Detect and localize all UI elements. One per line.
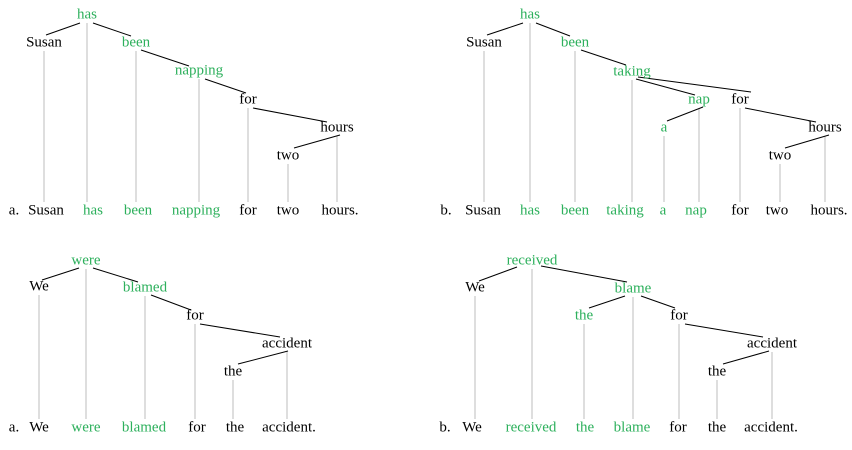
- sentence-word: two: [276, 202, 300, 219]
- sentence-word: were: [71, 419, 101, 436]
- sentence-word: We: [29, 419, 49, 436]
- tree-node-for: for: [670, 307, 688, 324]
- item-label: a.: [8, 202, 20, 219]
- tree-node-napping: napping: [174, 62, 224, 79]
- sentence-word: accident.: [744, 419, 798, 436]
- edge-line: [478, 266, 518, 282]
- tree-node-has: has: [520, 6, 540, 23]
- sentence-word: has: [83, 202, 103, 219]
- sentence-word: a: [659, 202, 667, 219]
- edge-line: [237, 350, 289, 365]
- sentence-word: been: [560, 202, 590, 219]
- drop-lines-group: [38, 23, 826, 419]
- tree-node-been: been: [560, 34, 590, 51]
- edge-line: [45, 22, 81, 36]
- edge-line: [293, 134, 341, 149]
- sentence-word: Susan: [28, 202, 64, 219]
- sentence-word: accident.: [262, 419, 316, 436]
- tree-node-blame: blame: [614, 280, 652, 297]
- tree-node-accident: accident: [262, 335, 312, 352]
- edge-line: [588, 295, 626, 309]
- edge-line: [540, 265, 628, 283]
- tree-node-susan: Susan: [26, 34, 62, 51]
- sentence-word: for: [731, 202, 749, 219]
- tree-node-received: received: [506, 252, 558, 269]
- tree-node-were: were: [71, 252, 101, 269]
- tree-node-for: for: [731, 91, 749, 108]
- tree-node-two: two: [768, 147, 792, 164]
- item-label: b.: [439, 419, 451, 436]
- item-label: a.: [8, 419, 20, 436]
- edge-line: [637, 76, 752, 93]
- sentence-word: We: [462, 419, 482, 436]
- edge-line: [640, 295, 676, 309]
- edge-line: [635, 78, 696, 96]
- tree-node-for: for: [186, 307, 204, 324]
- tree-node-for: for: [239, 91, 257, 108]
- tree-node-two: two: [276, 147, 300, 164]
- tree-node-the: the: [707, 363, 727, 380]
- edge-line: [744, 107, 817, 123]
- sentence-word: for: [239, 202, 257, 219]
- tree-node-accident: accident: [747, 335, 797, 352]
- tree-node-we: We: [465, 279, 485, 296]
- sentence-word: has: [520, 202, 540, 219]
- edge-line: [199, 323, 281, 338]
- sentence-word: the: [575, 419, 595, 436]
- edge-lines-group: [41, 22, 830, 365]
- sentence-word: hours.: [321, 202, 359, 219]
- edge-line: [204, 78, 247, 94]
- edge-line: [92, 22, 132, 37]
- tree-node-nap: nap: [688, 91, 710, 108]
- sentence-word: two: [765, 202, 789, 219]
- tree-node-been: been: [121, 34, 151, 51]
- edge-line: [784, 134, 830, 149]
- sentence-word: napping: [171, 202, 221, 219]
- tree-node-has: has: [77, 6, 97, 23]
- sentence-word: blamed: [121, 419, 167, 436]
- sentence-word: blame: [613, 419, 651, 436]
- sentence-word: nap: [685, 202, 707, 219]
- sentence-word: hours.: [810, 202, 848, 219]
- sentence-word: the: [707, 419, 727, 436]
- item-label: b.: [440, 202, 452, 219]
- tree-node-the: the: [574, 307, 594, 324]
- edge-line: [140, 49, 190, 67]
- edge-line: [92, 267, 139, 283]
- tree-node-hours: hours: [320, 119, 354, 136]
- edge-line: [722, 350, 770, 365]
- edge-line: [41, 267, 80, 281]
- edge-line: [252, 107, 328, 123]
- tree-node-blamed: blamed: [122, 279, 168, 296]
- tree-node-susan: Susan: [466, 34, 502, 51]
- sentence-word: received: [505, 419, 557, 436]
- sentence-word: Susan: [465, 202, 501, 219]
- tree-node-taking: taking: [613, 63, 651, 80]
- sentence-word: the: [225, 419, 245, 436]
- tree-node-a: a: [660, 119, 668, 136]
- edge-line: [535, 22, 571, 37]
- sentence-word: for: [188, 419, 206, 436]
- edge-line: [486, 22, 524, 36]
- edge-line: [666, 106, 704, 122]
- tree-node-hours: hours: [808, 119, 842, 136]
- edge-line: [684, 323, 764, 338]
- sentence-word: been: [123, 202, 153, 219]
- edge-line: [150, 294, 192, 311]
- edge-line: [580, 49, 627, 66]
- sentence-word: taking: [606, 202, 644, 219]
- sentence-word: for: [669, 419, 687, 436]
- tree-node-the: the: [223, 363, 243, 380]
- tree-node-we: We: [29, 278, 49, 295]
